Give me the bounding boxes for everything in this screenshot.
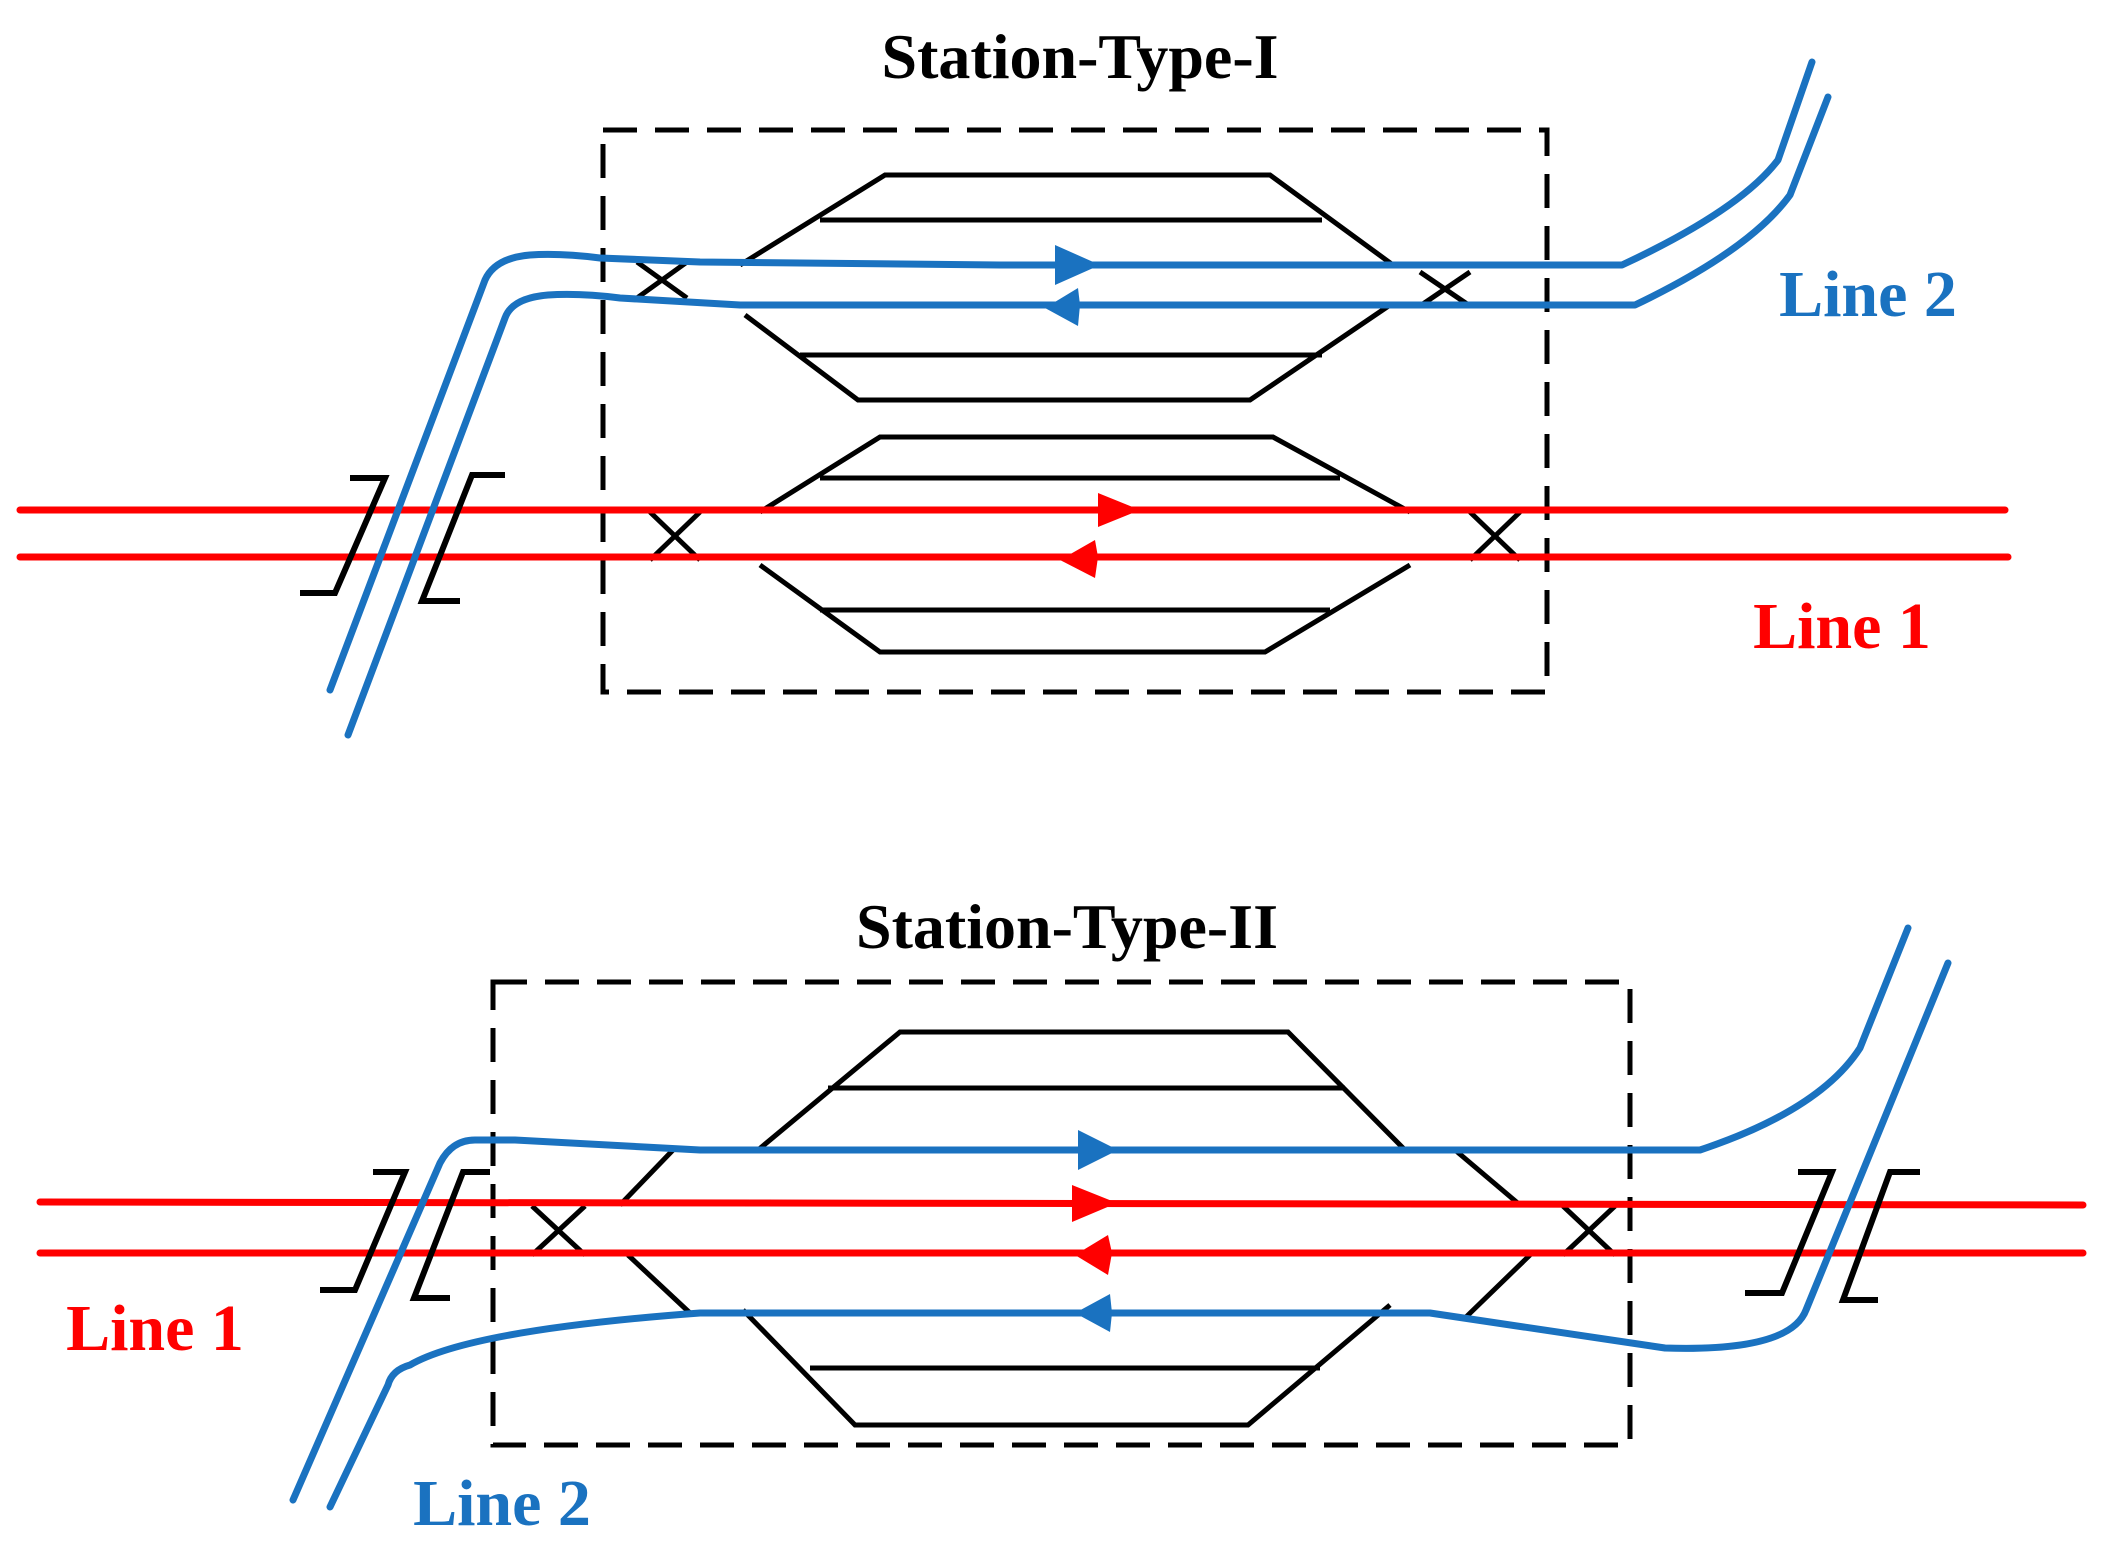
arrow-right-icon	[1055, 245, 1100, 285]
bridge-bracket-icon	[1838, 1169, 1920, 1303]
line-2-track-upper	[289, 924, 1912, 1504]
line-2-label: Line 2	[413, 1467, 591, 1540]
track-outer-bottom	[741, 1303, 1392, 1428]
bridge-bracket-icon	[300, 475, 390, 596]
line-2-tracks	[326, 58, 1832, 739]
station-type-1: Station-Type-I	[16, 21, 2012, 739]
track-lower-bottom	[758, 562, 1412, 655]
line-2-track-west	[344, 93, 1832, 739]
crossover-x-icon	[1561, 1204, 1617, 1257]
track-diverge-nw	[618, 1148, 675, 1207]
arrow-left-icon	[1075, 1235, 1112, 1275]
crossover-x-icon	[1468, 510, 1522, 562]
track-upper-outer	[738, 172, 1395, 268]
arrow-right-icon	[1072, 1185, 1117, 1222]
line-1-tracks	[36, 1185, 2087, 1275]
crossover-x-icon	[1418, 269, 1472, 309]
station-type-2-title: Station-Type-II	[856, 891, 1278, 962]
line-2-track-lower	[326, 959, 1952, 1511]
crossover-x-icon	[530, 1204, 587, 1257]
arrow-left-icon	[1045, 288, 1080, 326]
line-2-tracks	[289, 924, 1952, 1511]
line-1-label: Line 1	[1753, 590, 1931, 663]
track-outer-top	[756, 1029, 1407, 1152]
crossover-x-icon	[635, 259, 689, 301]
track-upper-bottom	[743, 302, 1392, 403]
arrow-right-icon	[1078, 1130, 1118, 1170]
track-diverge-se	[1463, 1253, 1532, 1320]
track-lower-outer	[758, 434, 1412, 515]
station-type-1-boundary	[600, 127, 1550, 695]
bridge-bracket-icon	[417, 472, 505, 604]
line-1-tracks	[16, 493, 2012, 578]
station-type-1-title: Station-Type-I	[881, 21, 1278, 92]
bridge-bracket-icon	[409, 1169, 490, 1301]
arrow-left-icon	[1075, 1294, 1112, 1332]
bridge-bracket-icon	[320, 1169, 410, 1293]
line-1-label: Line 1	[66, 1292, 244, 1365]
bridge-bracket-icon	[1745, 1169, 1837, 1296]
station-type-1-tracks	[738, 172, 1412, 655]
arrow-right-icon	[1098, 493, 1140, 527]
station-type-2: Station-Type-II	[36, 891, 2087, 1540]
line-1-track-east	[36, 1198, 2087, 1209]
arrow-left-icon	[1060, 540, 1098, 578]
line-2-label: Line 2	[1779, 258, 1957, 331]
track-diverge-ne	[1453, 1148, 1522, 1207]
crossover-x-icon	[648, 510, 702, 562]
station-type-2-tracks	[618, 1029, 1532, 1428]
line-2-track-east	[326, 58, 1816, 694]
station-type-2-boundary	[490, 979, 1633, 1448]
track-diverge-sw	[626, 1253, 692, 1315]
